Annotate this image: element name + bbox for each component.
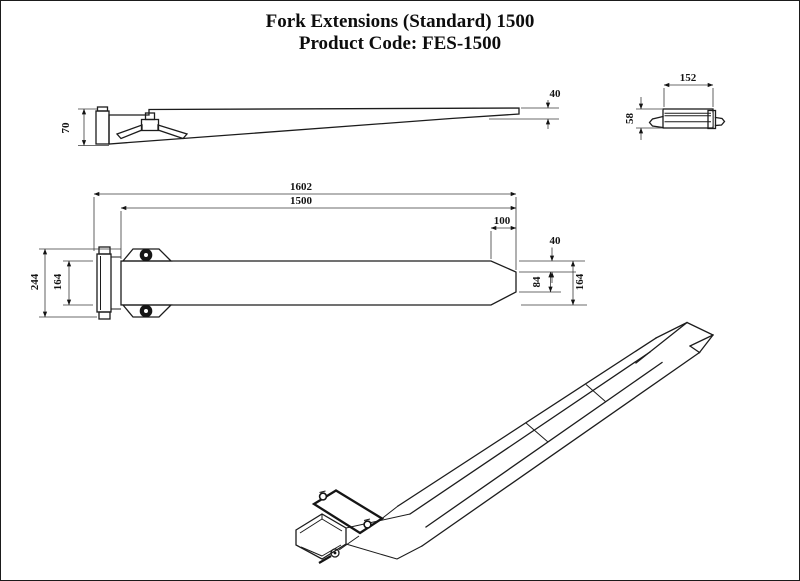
side-view-drawing: 70 40 — [60, 88, 561, 146]
dim-overall-length: 1602 — [290, 181, 313, 193]
latch-pin — [330, 548, 340, 558]
dim-taper-length: 100 — [494, 215, 511, 227]
clamp-pin — [363, 520, 372, 529]
dim-side-tip-height: 40 — [550, 88, 562, 100]
end-view-drawing: 152 58 — [624, 72, 726, 140]
fork-side-profile — [95, 106, 520, 145]
dim-blade-width-right: 164 — [574, 273, 586, 290]
plan-view-drawing: 1602 1500 100 40 84 164 — [29, 181, 587, 320]
dim-tip-inset: 40 — [550, 235, 562, 247]
dim-end-width: 152 — [680, 72, 697, 84]
clamp-pin — [318, 492, 328, 501]
fork-end-section — [648, 108, 726, 130]
dim-end-height: 58 — [624, 113, 636, 125]
dim-tip-width: 84 — [531, 276, 543, 288]
dim-side-heel-height: 70 — [60, 122, 72, 134]
dim-blade-width-left: 164 — [52, 273, 64, 290]
side-view-dimensions: 70 40 — [60, 88, 561, 146]
product-code: Product Code: FES-1500 — [298, 33, 502, 54]
plan-view-dimensions: 1602 1500 100 40 84 164 — [29, 181, 587, 318]
dim-overall-width: 244 — [29, 273, 41, 290]
clamp-plate — [311, 489, 385, 535]
drawing-title: Fork Extensions (Standard) 1500 — [265, 11, 535, 32]
title-block: Fork Extensions (Standard) 1500 Product … — [1, 11, 799, 55]
isometric-view-drawing — [295, 321, 715, 564]
fork-plan-outline — [96, 246, 517, 320]
end-view-dimensions: 152 58 — [624, 72, 714, 140]
fork-isometric — [295, 321, 715, 564]
dim-extension-length: 1500 — [290, 195, 313, 207]
